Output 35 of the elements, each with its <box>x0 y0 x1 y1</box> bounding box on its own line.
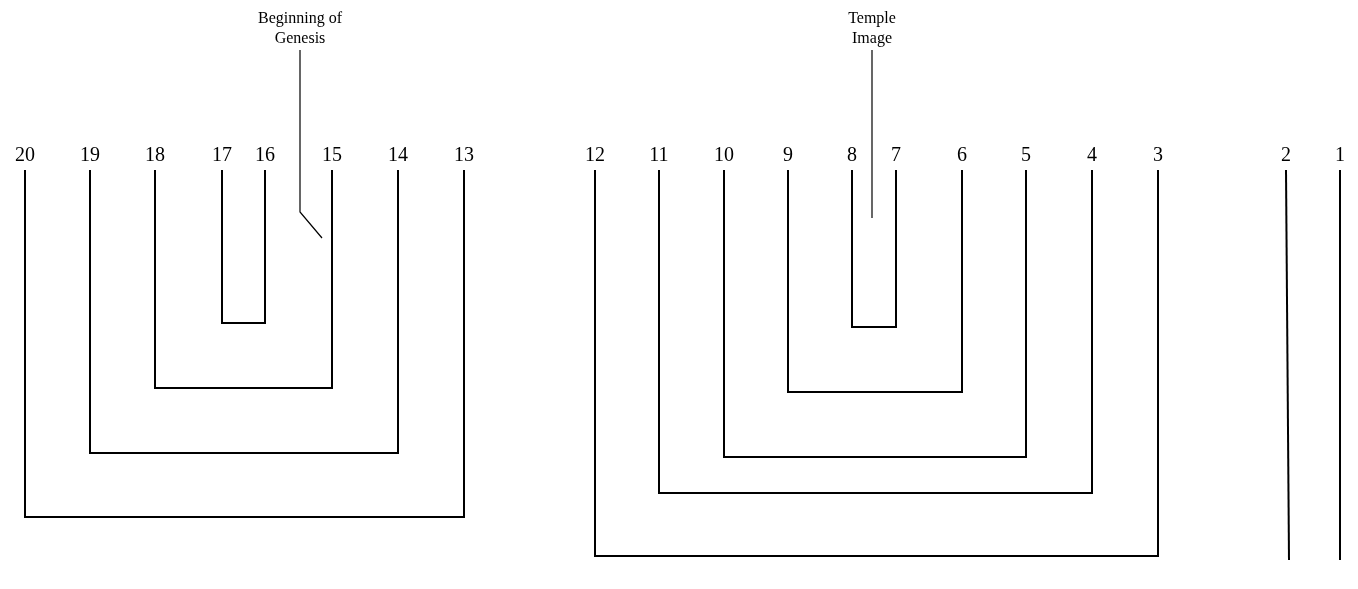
section-number: 13 <box>449 138 479 170</box>
section-number: 9 <box>775 138 801 170</box>
section-number: 2 <box>1273 138 1299 170</box>
bracket-connector <box>154 169 333 389</box>
bracket-connector <box>221 169 266 324</box>
bracket-connector <box>723 169 1027 458</box>
section-number: 10 <box>709 138 739 170</box>
bracket-connector <box>658 169 1093 494</box>
section-number: 14 <box>383 138 413 170</box>
section-number: 1 <box>1327 138 1353 170</box>
section-number: 20 <box>10 138 40 170</box>
section-number: 6 <box>949 138 975 170</box>
annotation-label: Temple Image <box>827 6 917 50</box>
bracket-connector <box>89 169 399 454</box>
section-number: 16 <box>252 138 278 170</box>
vertical-line <box>1339 169 1341 561</box>
section-number: 5 <box>1013 138 1039 170</box>
section-number: 19 <box>75 138 105 170</box>
annotation-label: Beginning of Genesis <box>245 6 355 50</box>
section-number: 12 <box>580 138 610 170</box>
section-number: 17 <box>209 138 235 170</box>
bracket-connector <box>787 169 963 393</box>
section-number: 4 <box>1079 138 1105 170</box>
vertical-line <box>1285 169 1290 561</box>
bracket-connector <box>24 169 465 518</box>
section-number: 3 <box>1145 138 1171 170</box>
section-number: 7 <box>885 138 907 170</box>
section-number: 15 <box>317 138 347 170</box>
bracket-connector <box>594 169 1159 557</box>
leader-line <box>871 49 873 219</box>
bracket-connector <box>851 169 897 328</box>
leader-line <box>299 49 323 239</box>
section-number: 18 <box>140 138 170 170</box>
section-number: 11 <box>644 138 674 170</box>
section-number: 8 <box>841 138 863 170</box>
